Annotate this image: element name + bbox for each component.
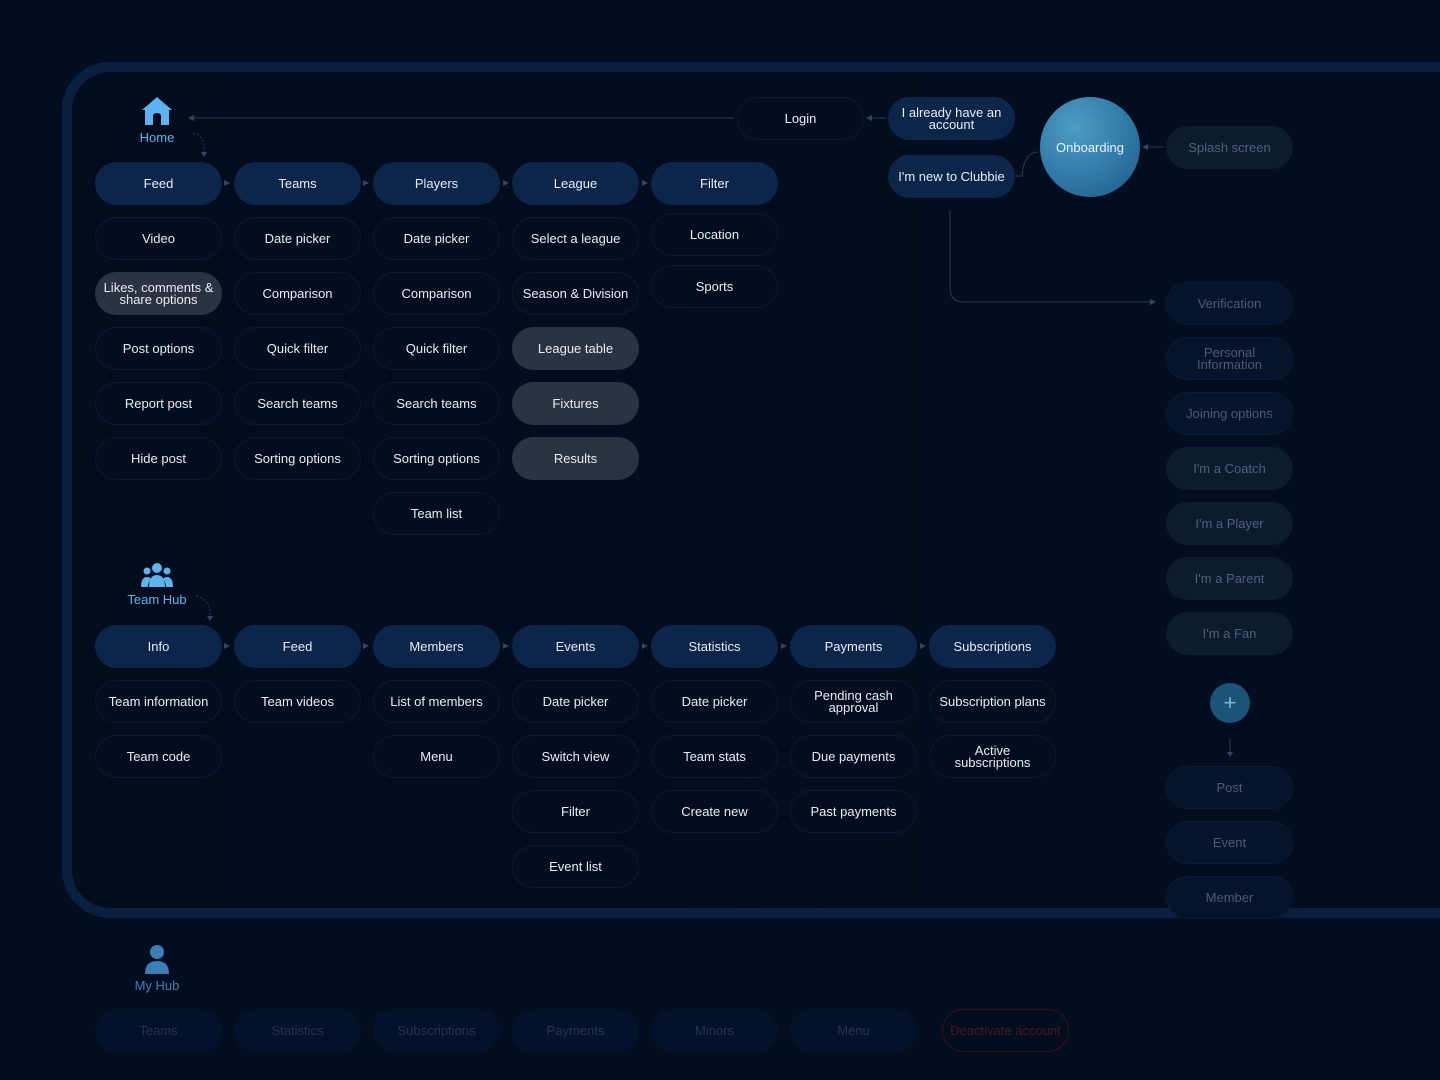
team-members-node[interactable]: Members <box>373 625 500 668</box>
team-info-team-code-node[interactable]: Team code <box>95 735 222 778</box>
team-statistics-date-picker-node[interactable]: Date picker <box>651 680 778 723</box>
home-teams-node[interactable]: Teams <box>234 162 361 205</box>
home-players-comparison-node[interactable]: Comparison <box>373 272 500 315</box>
team-payments-past-payments-node[interactable]: Past payments <box>790 790 917 833</box>
role-fan-node[interactable]: I'm a Fan <box>1166 612 1293 655</box>
team-feed-node[interactable]: Feed <box>234 625 361 668</box>
deactivate-account-node[interactable]: Deactivate account <box>942 1009 1069 1052</box>
home-icon <box>142 97 172 125</box>
login-node[interactable]: Login <box>737 97 864 140</box>
team-events-date-picker-node[interactable]: Date picker <box>512 680 639 723</box>
team-events-event-list-node[interactable]: Event list <box>512 845 639 888</box>
team-info-node[interactable]: Info <box>95 625 222 668</box>
home-section[interactable]: Home <box>97 96 217 145</box>
home-league-select-a-league-node[interactable]: Select a league <box>512 217 639 260</box>
person-icon <box>145 945 169 974</box>
home-teams-quick-filter-node[interactable]: Quick filter <box>234 327 361 370</box>
home-feed-post-options-node[interactable]: Post options <box>95 327 222 370</box>
team-icon <box>141 563 173 587</box>
home-filter-sports-node[interactable]: Sports <box>651 265 778 308</box>
home-league-season-division-node[interactable]: Season & Division <box>512 272 639 315</box>
home-league-league-table-node[interactable]: League table <box>512 327 639 370</box>
role-player-node[interactable]: I'm a Player <box>1166 502 1293 545</box>
team-events-switch-view-node[interactable]: Switch view <box>512 735 639 778</box>
team-payments-node[interactable]: Payments <box>790 625 917 668</box>
home-teams-search-teams-node[interactable]: Search teams <box>234 382 361 425</box>
home-players-date-picker-node[interactable]: Date picker <box>373 217 500 260</box>
team-payments-due-payments-node[interactable]: Due payments <box>790 735 917 778</box>
home-filter-node[interactable]: Filter <box>651 162 778 205</box>
team-statistics-create-new-node[interactable]: Create new <box>651 790 778 833</box>
new-to-clubbie-node[interactable]: I'm new to Clubbie <box>888 155 1015 198</box>
role-coach-node[interactable]: I'm a Coatch <box>1166 447 1293 490</box>
home-teams-date-picker-node[interactable]: Date picker <box>234 217 361 260</box>
team-events-filter-node[interactable]: Filter <box>512 790 639 833</box>
home-label: Home <box>139 130 175 145</box>
already-have-account-node[interactable]: I already have an account <box>888 97 1015 140</box>
my-hub-minors-node[interactable]: Minors <box>651 1009 778 1052</box>
team-subscriptions-active-subscriptions-node[interactable]: Active subscriptions <box>929 735 1056 778</box>
team-subscriptions-node[interactable]: Subscriptions <box>929 625 1056 668</box>
my-hub-teams-node[interactable]: Teams <box>95 1009 222 1052</box>
my-hub-payments-node[interactable]: Payments <box>512 1009 639 1052</box>
verification-node[interactable]: Verification <box>1166 282 1293 325</box>
create-post-node[interactable]: Post <box>1166 766 1293 809</box>
home-feed-video-node[interactable]: Video <box>95 217 222 260</box>
create-member-node[interactable]: Member <box>1166 876 1293 919</box>
team-hub-label: Team Hub <box>127 592 187 607</box>
create-event-node[interactable]: Event <box>1166 821 1293 864</box>
home-league-fixtures-node[interactable]: Fixtures <box>512 382 639 425</box>
plus-icon[interactable]: + <box>1210 683 1250 723</box>
joining-options-node[interactable]: Joining options <box>1166 392 1293 435</box>
home-players-node[interactable]: Players <box>373 162 500 205</box>
team-members-list-of-members-node[interactable]: List of members <box>373 680 500 723</box>
home-feed-node[interactable]: Feed <box>95 162 222 205</box>
my-hub-label: My Hub <box>134 978 180 993</box>
my-hub-section[interactable]: My Hub <box>97 944 217 993</box>
team-info-team-information-node[interactable]: Team information <box>95 680 222 723</box>
my-hub-statistics-node[interactable]: Statistics <box>234 1009 361 1052</box>
home-feed-likes-comments-share-options-node[interactable]: Likes, comments & share options <box>95 272 222 315</box>
personal-information-node[interactable]: Personal Information <box>1166 337 1293 380</box>
home-teams-comparison-node[interactable]: Comparison <box>234 272 361 315</box>
home-players-sorting-options-node[interactable]: Sorting options <box>373 437 500 480</box>
team-payments-pending-cash-approval-node[interactable]: Pending cash approval <box>790 680 917 723</box>
home-filter-location-node[interactable]: Location <box>651 213 778 256</box>
home-players-search-teams-node[interactable]: Search teams <box>373 382 500 425</box>
home-league-results-node[interactable]: Results <box>512 437 639 480</box>
my-hub-menu-node[interactable]: Menu <box>790 1009 917 1052</box>
home-teams-sorting-options-node[interactable]: Sorting options <box>234 437 361 480</box>
home-league-node[interactable]: League <box>512 162 639 205</box>
onboarding-node[interactable]: Onboarding <box>1040 97 1140 197</box>
home-players-quick-filter-node[interactable]: Quick filter <box>373 327 500 370</box>
team-statistics-team-stats-node[interactable]: Team stats <box>651 735 778 778</box>
splash-screen-node[interactable]: Splash screen <box>1166 126 1293 169</box>
home-players-team-list-node[interactable]: Team list <box>373 492 500 535</box>
team-hub-section[interactable]: Team Hub <box>97 562 217 607</box>
team-subscriptions-subscription-plans-node[interactable]: Subscription plans <box>929 680 1056 723</box>
team-events-node[interactable]: Events <box>512 625 639 668</box>
my-hub-subscriptions-node[interactable]: Subscriptions <box>373 1009 500 1052</box>
home-feed-hide-post-node[interactable]: Hide post <box>95 437 222 480</box>
team-feed-team-videos-node[interactable]: Team videos <box>234 680 361 723</box>
home-feed-report-post-node[interactable]: Report post <box>95 382 222 425</box>
team-statistics-node[interactable]: Statistics <box>651 625 778 668</box>
role-parent-node[interactable]: I'm a Parent <box>1166 557 1293 600</box>
team-members-menu-node[interactable]: Menu <box>373 735 500 778</box>
